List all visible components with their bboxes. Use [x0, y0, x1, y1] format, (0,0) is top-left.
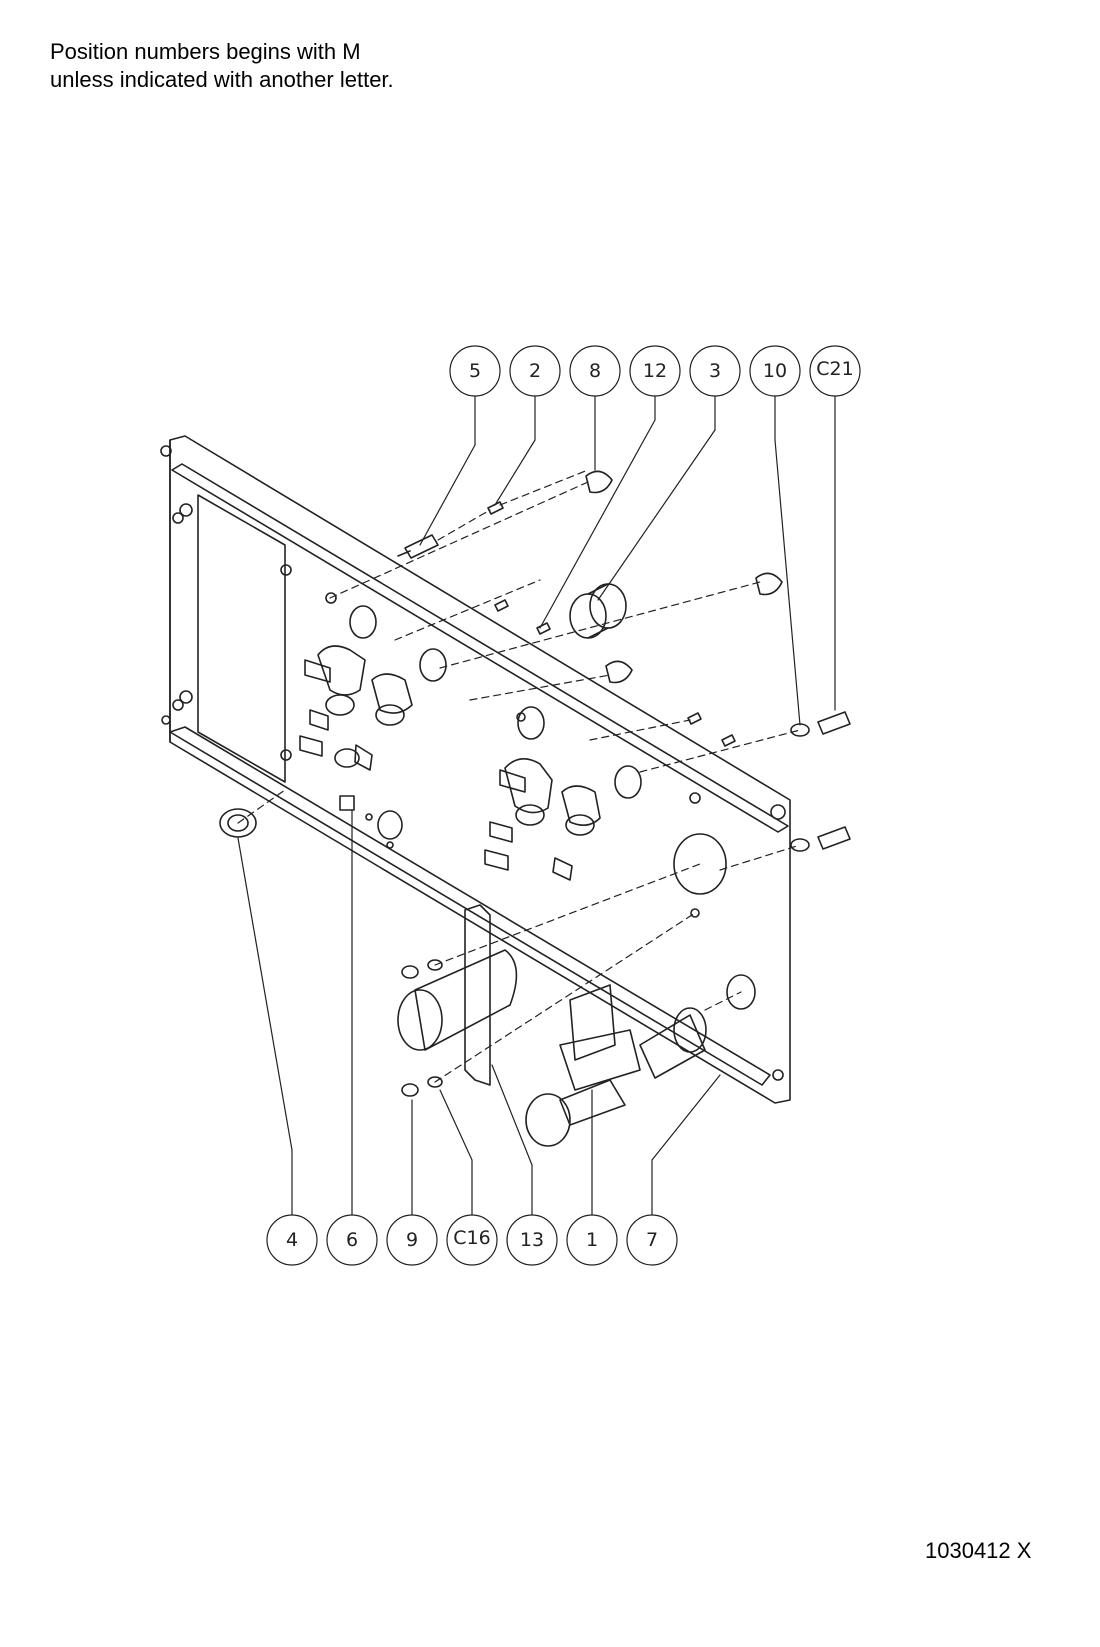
callout-3: 3 — [689, 345, 741, 397]
callout-12: 12 — [629, 345, 681, 397]
callout-label: 1 — [586, 1229, 598, 1251]
callout-c21: C21 — [809, 345, 861, 397]
leader-lines-bottom — [237, 809, 721, 1216]
callout-label: 8 — [589, 360, 601, 382]
note-line-2: unless indicated with another letter. — [50, 67, 394, 92]
callout-label: C21 — [816, 358, 853, 380]
callout-7: 7 — [626, 1214, 678, 1266]
callout-label: C16 — [453, 1227, 490, 1249]
callout-9: 9 — [386, 1214, 438, 1266]
callout-label: 5 — [469, 360, 481, 382]
callout-5: 5 — [449, 345, 501, 397]
callout-10: 10 — [749, 345, 801, 397]
callout-1: 1 — [566, 1214, 618, 1266]
solenoid-valve — [525, 984, 707, 1147]
position-note: Position numbers begins with M unless in… — [50, 38, 394, 94]
valve-cluster-right — [484, 758, 601, 881]
callout-13: 13 — [506, 1214, 558, 1266]
callouts-bottom: 4 6 9 C16 13 1 7 — [266, 1214, 678, 1266]
callout-4: 4 — [266, 1214, 318, 1266]
callout-label: 10 — [763, 360, 787, 382]
callout-label: 13 — [520, 1229, 544, 1251]
bracket-and-pipe — [397, 904, 518, 1097]
callout-c16: C16 — [446, 1214, 498, 1266]
callout-label: 2 — [529, 360, 541, 382]
callout-label: 6 — [346, 1229, 358, 1251]
valve-cluster-left — [299, 645, 413, 771]
callout-label: 3 — [709, 360, 721, 382]
back-plate — [160, 435, 791, 1104]
callout-8: 8 — [569, 345, 621, 397]
callout-label: 9 — [406, 1229, 418, 1251]
document-number: 1030412 X — [925, 1538, 1032, 1563]
callout-2: 2 — [509, 345, 561, 397]
callouts-top: 5 2 8 12 3 10 C21 — [449, 345, 861, 397]
callout-label: 7 — [646, 1229, 658, 1251]
note-line-1: Position numbers begins with M — [50, 39, 361, 64]
nut-left — [219, 808, 257, 838]
assembly-lines — [237, 469, 801, 1083]
callout-6: 6 — [326, 1214, 378, 1266]
leader-lines-top — [419, 394, 836, 726]
callout-label: 4 — [286, 1229, 298, 1251]
callout-label: 12 — [643, 360, 667, 382]
